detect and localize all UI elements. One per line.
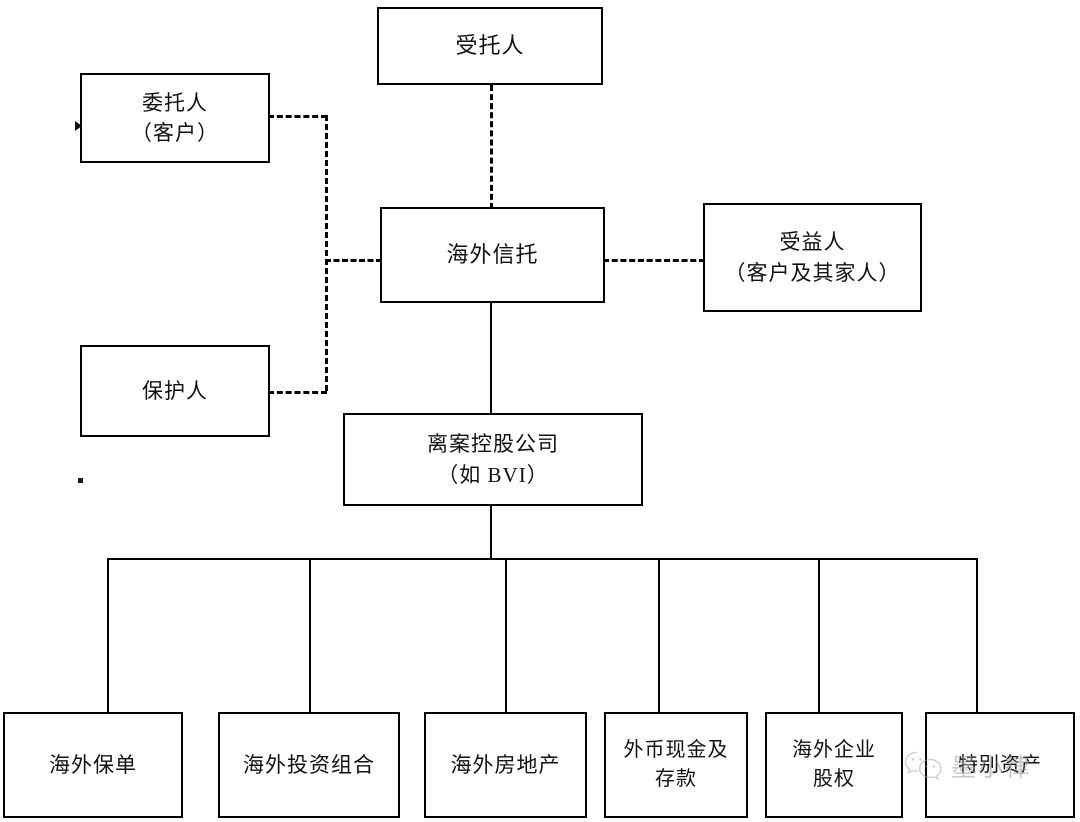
node-holding-company-label: 离案控股公司 （如 BVI） bbox=[427, 432, 559, 487]
ink-dot-artifact bbox=[78, 478, 83, 483]
edge-asset-bus bbox=[107, 558, 978, 560]
node-asset-realestate[interactable]: 海外房地产 bbox=[424, 712, 587, 818]
node-settlor[interactable]: 委托人 （客户） bbox=[80, 73, 270, 163]
node-asset-special[interactable]: 特别资产 bbox=[925, 712, 1075, 818]
edge-trustee-trust bbox=[490, 85, 493, 209]
node-asset-portfolio-label: 海外投资组合 bbox=[243, 752, 375, 777]
node-asset-realestate-label: 海外房地产 bbox=[450, 752, 561, 777]
node-protector[interactable]: 保护人 bbox=[80, 345, 270, 437]
node-asset-cash[interactable]: 外币现金及 存款 bbox=[604, 712, 748, 818]
edge-protector-bus bbox=[268, 391, 327, 394]
settlor-arrow-marker bbox=[75, 121, 82, 131]
node-trust[interactable]: 海外信托 bbox=[380, 207, 605, 303]
node-trustee[interactable]: 受托人 bbox=[377, 7, 603, 85]
edge-drop-insurance bbox=[107, 558, 109, 712]
edge-trust-holdco bbox=[490, 303, 492, 413]
node-settlor-label: 委托人 （客户） bbox=[131, 90, 219, 145]
node-trust-label: 海外信托 bbox=[446, 242, 539, 268]
node-asset-equity[interactable]: 海外企业 股权 bbox=[765, 712, 903, 818]
node-protector-label: 保护人 bbox=[142, 378, 208, 403]
edge-holdco-trunk bbox=[490, 506, 492, 559]
node-asset-special-label: 特别资产 bbox=[958, 753, 1042, 776]
node-asset-equity-label: 海外企业 股权 bbox=[792, 739, 876, 790]
node-asset-insurance[interactable]: 海外保单 bbox=[3, 712, 183, 818]
node-holding-company[interactable]: 离案控股公司 （如 BVI） bbox=[343, 413, 643, 506]
edge-left-bus bbox=[325, 115, 328, 391]
edge-drop-realestate bbox=[505, 558, 507, 712]
edge-trust-beneficiary bbox=[603, 259, 705, 262]
node-beneficiary[interactable]: 受益人 （客户及其家人） bbox=[703, 203, 922, 312]
edge-bus-trust bbox=[325, 259, 382, 262]
node-asset-insurance-label: 海外保单 bbox=[49, 752, 137, 777]
edge-drop-cash bbox=[658, 558, 660, 712]
node-beneficiary-label: 受益人 （客户及其家人） bbox=[724, 230, 901, 285]
node-asset-portfolio[interactable]: 海外投资组合 bbox=[218, 712, 400, 818]
edge-drop-equity bbox=[818, 558, 820, 712]
edge-drop-special bbox=[976, 558, 978, 712]
node-trustee-label: 受托人 bbox=[455, 33, 525, 59]
edge-settlor-bus bbox=[268, 115, 327, 118]
node-asset-cash-label: 外币现金及 存款 bbox=[623, 739, 729, 790]
edge-drop-portfolio bbox=[309, 558, 311, 712]
